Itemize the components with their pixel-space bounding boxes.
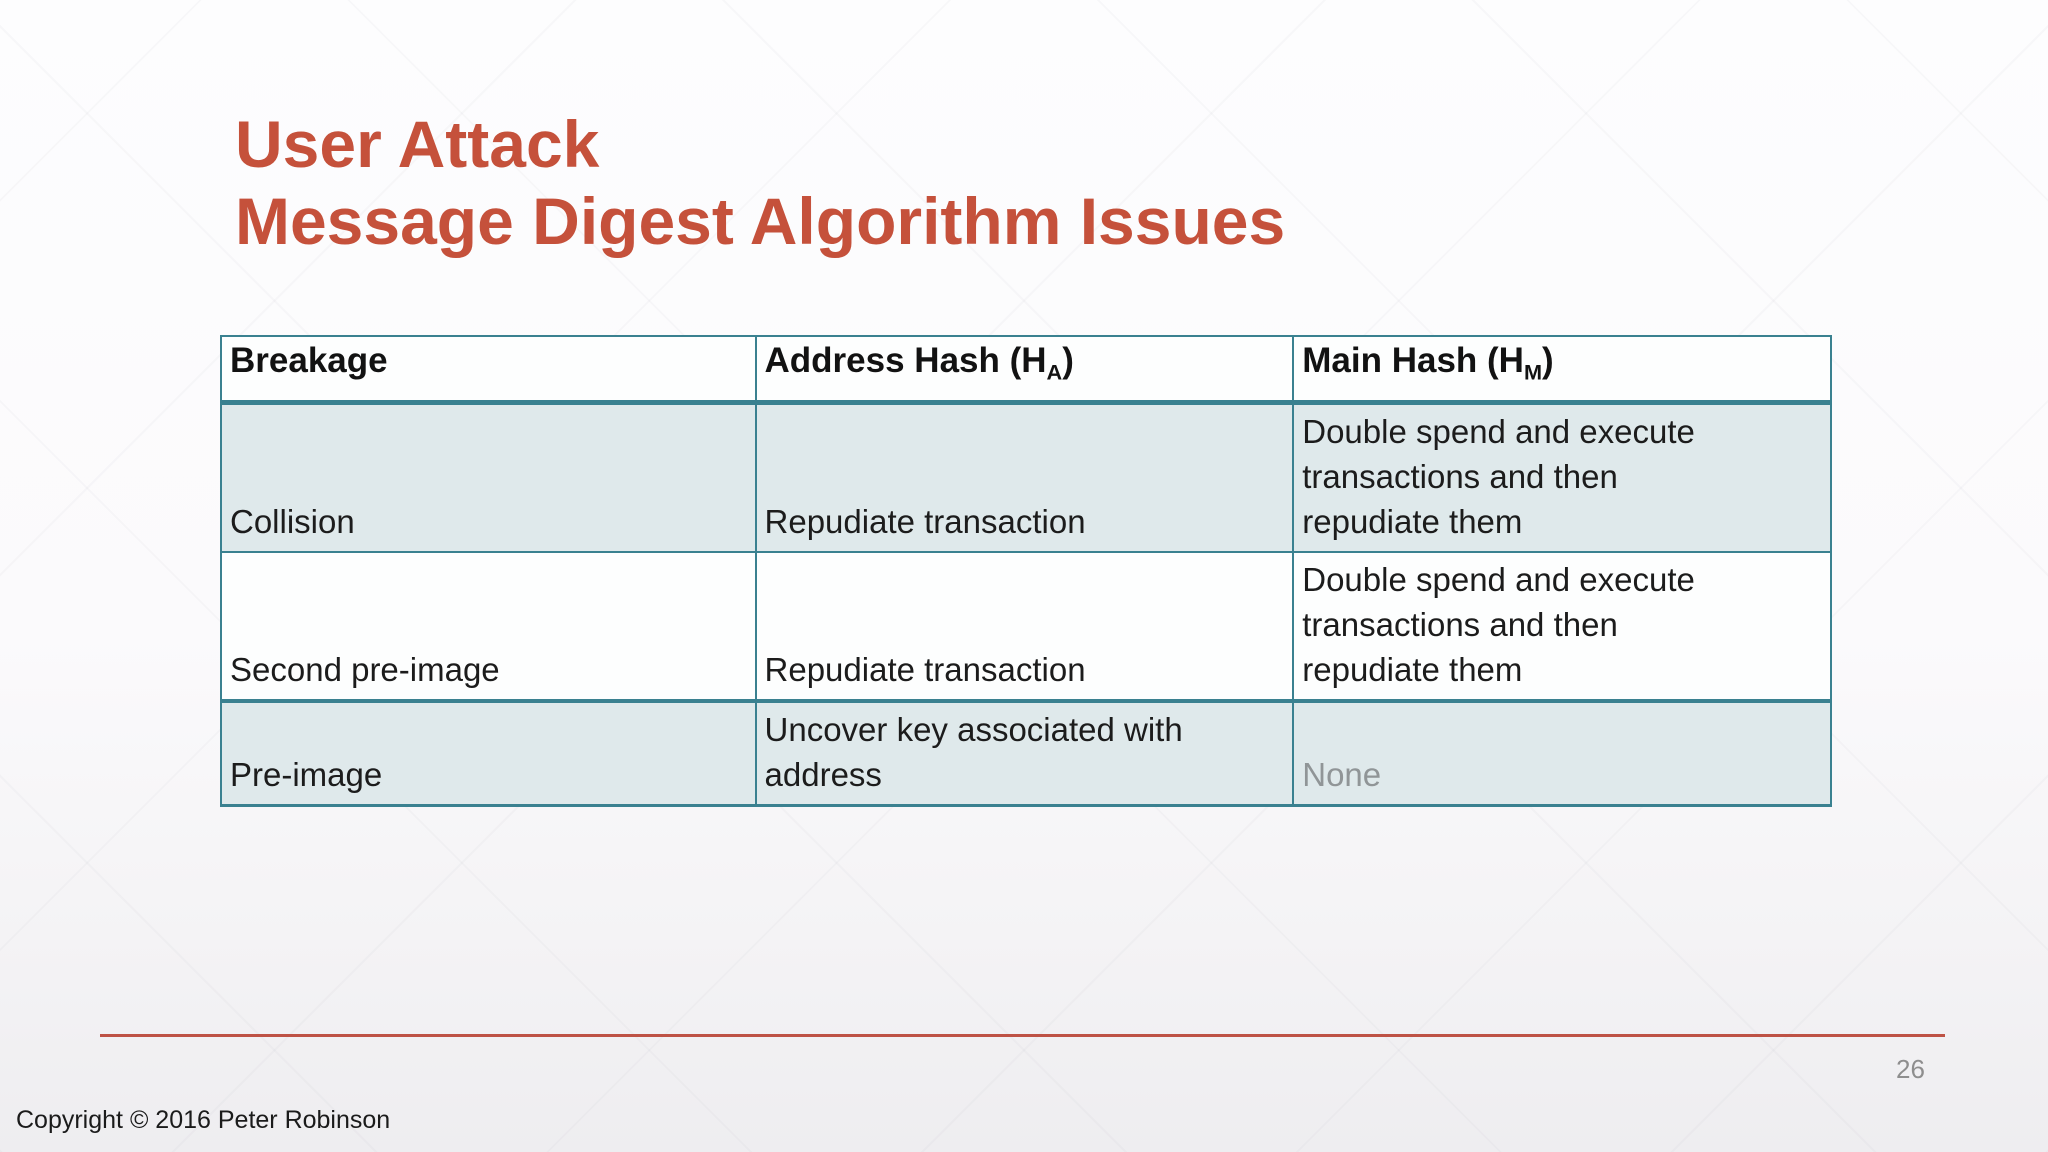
column-header-address-hash: Address Hash (HA) — [754, 334, 1295, 405]
slide-title-line1: User Attack — [235, 107, 600, 181]
header-suffix: ) — [1542, 341, 1554, 380]
table-row-collision: Collision Repudiate transaction Double s… — [220, 401, 1832, 553]
header-label: Breakage — [230, 341, 388, 380]
table-header-row: Breakage Address Hash (HA) Main Hash (HM… — [220, 334, 1832, 405]
table-cell-none: None — [1292, 699, 1832, 807]
table-cell: Pre-image — [220, 699, 757, 807]
table-cell: Second pre-image — [220, 550, 757, 703]
footer-divider-line — [100, 1034, 1945, 1037]
column-header-breakage: Breakage — [220, 334, 757, 405]
table-cell: Repudiate transaction — [754, 401, 1295, 553]
slide-title: User Attack Message Digest Algorithm Iss… — [235, 106, 1285, 260]
header-label: Main Hash (H — [1302, 341, 1524, 380]
table-cell: Double spend and execute transactions an… — [1292, 401, 1832, 553]
table-cell: Uncover key associated with address — [754, 699, 1295, 807]
column-header-main-hash: Main Hash (HM) — [1292, 334, 1832, 405]
header-label: Address Hash (H — [764, 341, 1047, 380]
slide-title-line2: Message Digest Algorithm Issues — [235, 184, 1286, 259]
table-cell: Double spend and execute transactions an… — [1292, 550, 1832, 703]
table-row-second-pre-image: Second pre-image Repudiate transaction D… — [220, 550, 1832, 703]
table-cell: Repudiate transaction — [754, 550, 1295, 703]
page-number: 26 — [1896, 1054, 1925, 1084]
header-suffix: ) — [1062, 341, 1074, 380]
table-row-pre-image: Pre-image Uncover key associated with ad… — [220, 699, 1832, 807]
message-digest-issues-table: Breakage Address Hash (HA) Main Hash (HM… — [220, 334, 1832, 807]
header-subscript: M — [1523, 359, 1543, 385]
table-cell: Collision — [220, 401, 757, 553]
copyright-text: Copyright © 2016 Peter Robinson — [16, 1106, 391, 1134]
header-subscript: A — [1046, 359, 1063, 385]
